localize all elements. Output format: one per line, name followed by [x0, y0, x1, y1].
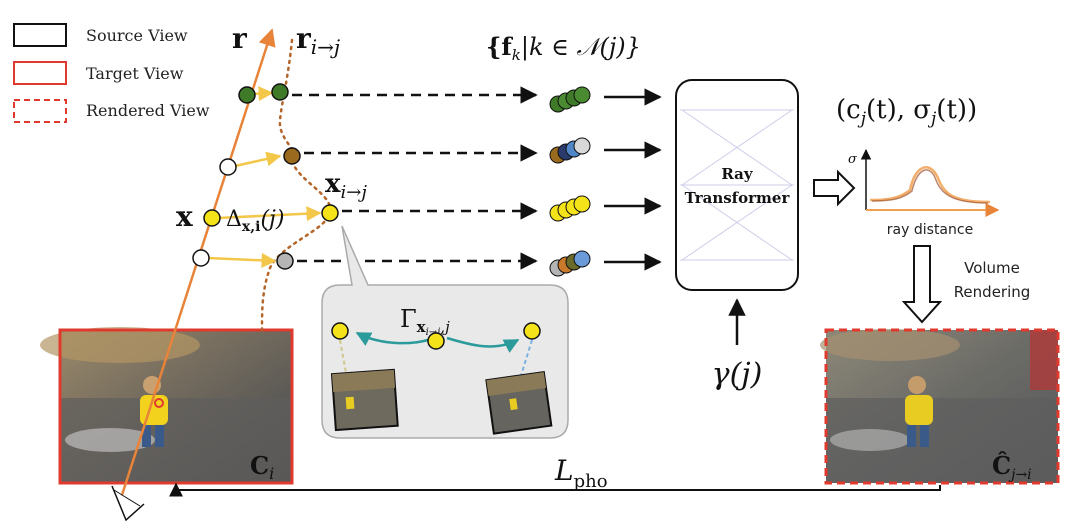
volume-label-1: Volume [964, 259, 1020, 277]
mini-photo-left [330, 368, 399, 432]
plot-y-label: σ [848, 152, 858, 167]
gamma-callout-label: Γxi→j,j [400, 305, 450, 338]
c-i-label: Ci [250, 451, 274, 483]
ray-point-4 [192, 249, 210, 267]
x-warp-label: xi→j [325, 169, 367, 203]
rendered-view-photo [820, 328, 1060, 485]
feature-cluster-3 [549, 195, 591, 222]
consistency-callout: Γxi→j,j [321, 225, 569, 439]
ray-point-2 [219, 158, 237, 176]
warped-point-1 [271, 83, 289, 101]
x-label: x [176, 200, 193, 233]
legend: Source View Target View Rendered View [13, 23, 210, 123]
transformer-label-2: Transformer [685, 189, 791, 207]
volume-rendering-arrow [901, 245, 943, 324]
ray-point-1 [238, 86, 256, 104]
warped-ray [260, 38, 332, 332]
legend-rendered-swatch [13, 99, 67, 123]
warped-point-4 [276, 252, 294, 270]
warped-point-3 [321, 204, 339, 222]
eye-icon [111, 485, 145, 522]
transformer-label-1: Ray [721, 165, 754, 183]
output-label: (cj(t), σj(t)) [836, 95, 977, 129]
c-hat-label: Ĉj→i [992, 451, 1032, 483]
density-plot: σ ray distance [848, 148, 1000, 238]
legend-target-label: Target View [86, 64, 184, 83]
mini-photo-right [485, 370, 553, 435]
feature-set-label: {fk|k ∈ 𝒩(j)} [486, 32, 641, 64]
ray-transformer-block: Ray Transformer [675, 79, 799, 291]
feature-cluster-2 [549, 137, 591, 164]
delta-label: Δx,i(j) [226, 207, 284, 235]
callout-point-left [331, 322, 349, 340]
dashed-arrows [292, 86, 538, 270]
photometric-loss: Lpho [169, 454, 941, 497]
transformer-input-arrows [604, 88, 662, 271]
loss-label: Lpho [554, 454, 608, 492]
legend-source-swatch [13, 23, 67, 47]
feature-cluster-1 [549, 86, 591, 113]
output-hollow-arrow [813, 169, 856, 207]
warped-ray-label: ri→j [296, 22, 340, 59]
plot-x-label: ray distance [887, 222, 973, 238]
legend-rendered-label: Rendered View [86, 101, 210, 120]
offset-arrows [207, 86, 322, 268]
legend-target-swatch [13, 61, 67, 85]
feature-cluster-4 [549, 250, 591, 277]
ray-point-3 [203, 209, 221, 227]
callout-point-mid [427, 332, 445, 350]
callout-point-right [523, 322, 541, 340]
legend-source-label: Source View [86, 26, 188, 45]
volume-label-2: Rendering [954, 283, 1031, 301]
ray-label: r [232, 22, 248, 55]
svg-text:(cj(t), σj(t)): (cj(t), σj(t)) [836, 95, 977, 129]
gamma-j-label: γ(j) [712, 357, 763, 392]
warped-point-2 [283, 147, 301, 165]
